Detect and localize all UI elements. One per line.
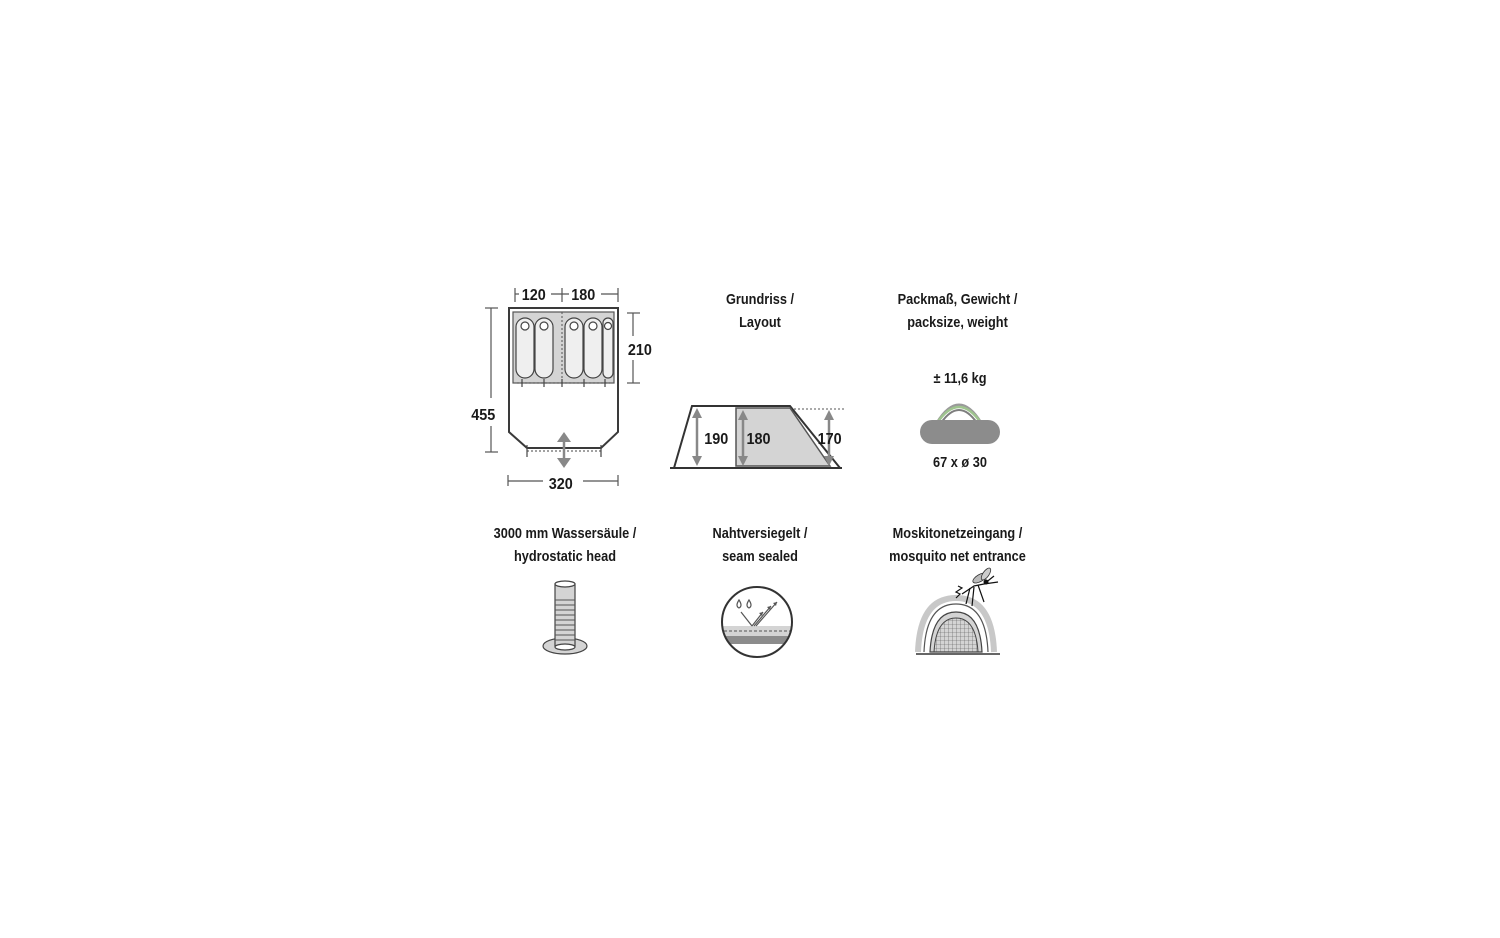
sideview-title-line1: Grundriss / [725,291,795,308]
hydrostatic-head-caption: 3000 mm Wassersäule / hydrostatic head [484,522,646,568]
mosquito-net-line2: mosquito net entrance [889,548,1026,565]
height-180-label: 180 [747,430,771,448]
pack-size: 67 x ø 30 [933,454,987,471]
seam-sealed-caption: Nahtversiegelt / seam sealed [701,522,820,568]
mosquito-net-icon [915,567,1000,655]
mosquito-net-line1: Moskitonetzeingang / [892,525,1023,542]
tent-sideview-diagram: 190 180 170 [670,405,845,469]
hydrostatic-head-line2: hydrostatic head [513,548,617,565]
water-column-icon [542,580,588,655]
dim-left-label: 455 [471,406,496,424]
mosquito-net-caption: Moskitonetzeingang / mosquito net entran… [879,522,1036,568]
dim-bottom-label: 320 [549,475,573,493]
seam-sealed-icon [721,586,793,658]
pack-weight: ± 11,6 kg [933,370,987,387]
pack-title-line1: Packmaß, Gewicht / [897,291,1018,308]
dim-right-label: 210 [628,341,652,359]
floorplan-diagram: 120 180 210 455 320 [471,286,652,493]
pack-title-line2: packsize, weight [907,314,1008,331]
pack-bag-icon [920,403,1000,444]
sideview-title: Grundriss / Layout [709,288,811,334]
seam-sealed-line1: Nahtversiegelt / [712,525,808,542]
height-190-label: 190 [704,430,728,448]
height-170-label: 170 [818,430,842,448]
pack-title: Packmaß, Gewicht / packsize, weight [883,288,1032,334]
dim-top-right-label: 180 [571,286,595,304]
dim-top-left-label: 120 [522,286,546,304]
hydrostatic-head-line1: 3000 mm Wassersäule / [493,525,637,542]
sideview-title-line2: Layout [739,314,781,331]
seam-sealed-line2: seam sealed [722,548,798,565]
